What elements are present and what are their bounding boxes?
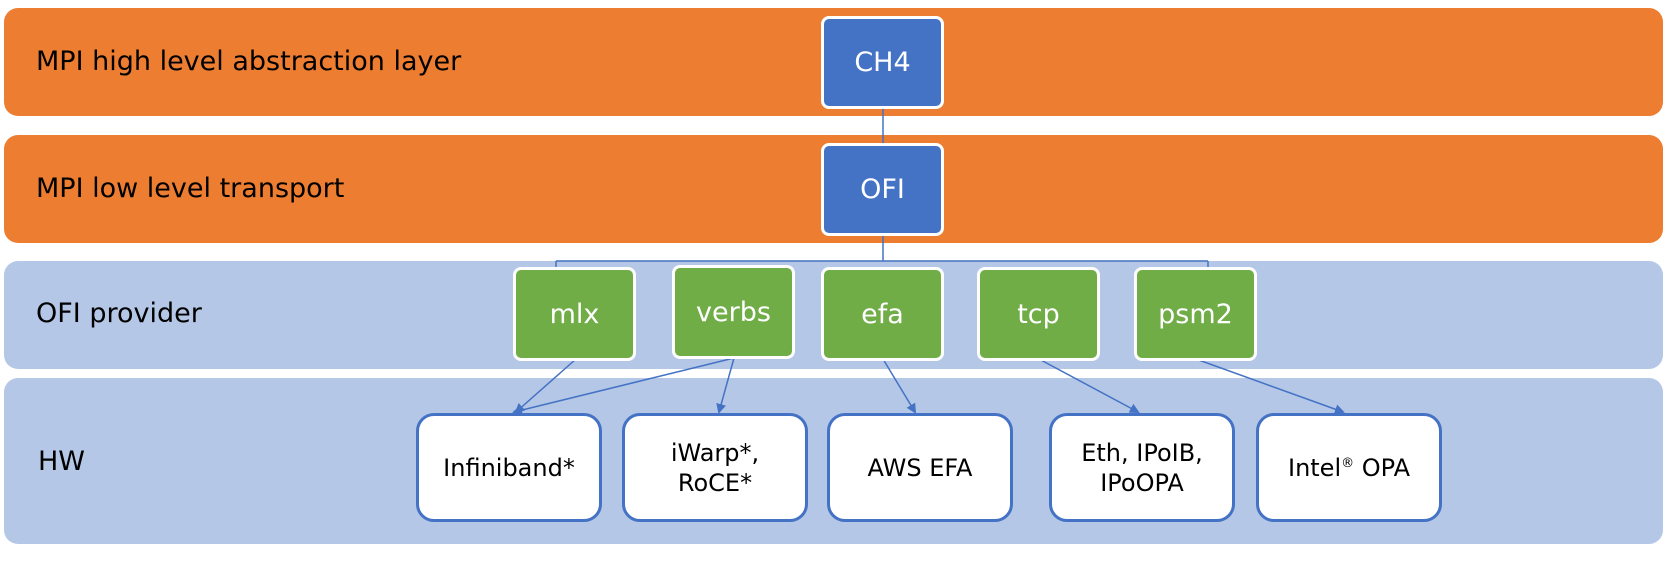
ofi-label: OFI: [860, 174, 905, 205]
ch4-box: CH4: [821, 16, 944, 109]
hw-eth-ipoib-label: Eth, IPoIB, IPoOPA: [1081, 438, 1203, 497]
hw-iwarp-roce-label: iWarp*, RoCE*: [670, 438, 760, 497]
hw-infiniband-label: Infiniband*: [443, 453, 575, 482]
provider-psm2: psm2: [1134, 267, 1257, 361]
provider-efa: efa: [821, 267, 944, 361]
hw-intel-opa: Intel® OPA: [1256, 413, 1442, 522]
hw-aws-efa: AWS EFA: [827, 413, 1013, 522]
provider-verbs: verbs: [672, 265, 795, 359]
provider-mlx: mlx: [513, 267, 636, 361]
layer-transport-label: MPI low level transport: [36, 173, 345, 204]
hw-iwarp-roce: iWarp*, RoCE*: [622, 413, 808, 522]
provider-psm2-label: psm2: [1158, 298, 1233, 330]
ofi-box: OFI: [821, 143, 944, 236]
layer-hw-label: HW: [38, 446, 85, 477]
ch4-label: CH4: [854, 47, 911, 78]
hw-eth-ipoib: Eth, IPoIB, IPoOPA: [1049, 413, 1235, 522]
registered-mark: ®: [1341, 455, 1355, 471]
hw-intel-opa-label: Intel® OPA: [1288, 453, 1410, 483]
hw-infiniband: Infiniband*: [416, 413, 602, 522]
provider-verbs-label: verbs: [696, 296, 771, 328]
layer-provider-label: OFI provider: [36, 298, 202, 329]
hw-intel-opa-suffix: OPA: [1354, 453, 1410, 482]
provider-mlx-label: mlx: [549, 298, 600, 330]
hw-aws-efa-label: AWS EFA: [867, 453, 973, 482]
layer-abstraction-label: MPI high level abstraction layer: [36, 46, 462, 77]
provider-tcp: tcp: [977, 267, 1100, 361]
provider-efa-label: efa: [861, 298, 904, 330]
provider-tcp-label: tcp: [1017, 298, 1060, 330]
hw-intel-opa-brand: Intel: [1287, 453, 1342, 482]
